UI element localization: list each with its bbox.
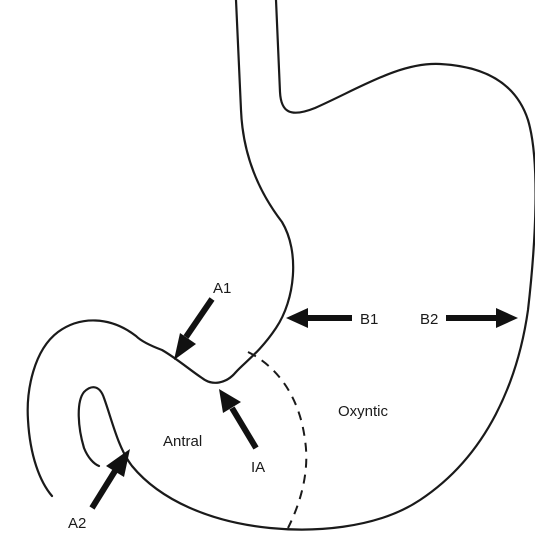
oxyntic-antral-boundary <box>248 352 306 528</box>
label-antral: Antral <box>163 433 202 450</box>
arrow-ia <box>219 389 256 448</box>
arrow-a2 <box>92 449 130 508</box>
label-a1: A1 <box>213 280 231 297</box>
label-ia: IA <box>251 459 265 476</box>
stomach-inner-wall <box>28 0 293 496</box>
label-a2: A2 <box>68 515 86 532</box>
arrow-b1 <box>286 308 352 328</box>
arrow-b2 <box>446 308 518 328</box>
arrow-a1 <box>174 299 212 360</box>
label-b2: B2 <box>420 311 438 328</box>
label-oxyntic: Oxyntic <box>338 403 389 420</box>
label-b1: B1 <box>360 311 378 328</box>
